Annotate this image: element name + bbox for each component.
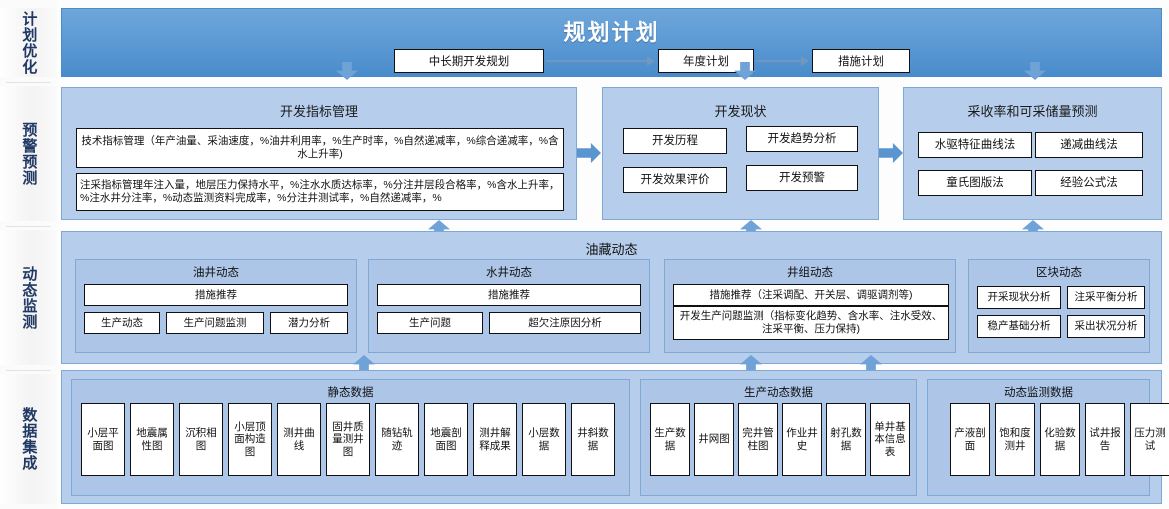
box-laboratory-test-data[interactable]: 化验数据 <box>1040 403 1080 476</box>
flow-box-measure-plan[interactable]: 措施计划 <box>812 49 910 73</box>
sidebar-item-plan-optimization[interactable]: 计划优化 <box>0 8 57 77</box>
box-technical-index-management[interactable]: 技术指标管理（年产油量、采油速度，%油井利用率，%生产时率，%自然递减率，%综合… <box>76 128 564 168</box>
box-production-problem[interactable]: 生产问题 <box>377 312 483 334</box>
box-recovery-status-analysis[interactable]: 采出状况分析 <box>1067 315 1145 338</box>
sidebar-divider-1 <box>6 82 51 83</box>
subpanel-title-dynamic-monitoring-data: 动态监测数据 <box>1004 387 1073 399</box>
subpanel-well-group-dynamics: 井组动态 措施推荐（注采调配、开关层、调驱调剂等) 开发生产问题监测（指标变化趋… <box>664 259 956 353</box>
box-seismic-section-map[interactable]: 地震剖面图 <box>424 403 468 476</box>
subpanel-title-water-well-dynamics: 水井动态 <box>486 267 532 279</box>
box-development-early-warning[interactable]: 开发预警 <box>746 165 858 191</box>
panel-title-development-status: 开发现状 <box>714 104 767 119</box>
sidebar-item-label: 数据集成 <box>20 407 38 471</box>
subpanel-oil-well-dynamics: 油井动态 措施推荐 生产动态 生产问题监测 潜力分析 <box>75 259 357 353</box>
box-empirical-formula-method[interactable]: 经验公式法 <box>1035 170 1143 196</box>
page-title: 规划计划 <box>563 20 660 45</box>
box-small-layer-top-structure-map[interactable]: 小层顶面构造图 <box>228 403 272 476</box>
box-injection-production-balance-analysis[interactable]: 注采平衡分析 <box>1067 286 1145 309</box>
panel-title-reservoir-dynamics: 油藏动态 <box>585 242 638 257</box>
box-single-well-basic-info-table[interactable]: 单井基本信息表 <box>870 403 910 476</box>
box-stable-production-basis-analysis[interactable]: 稳产基础分析 <box>977 315 1061 338</box>
sidebar-item-data-integration[interactable]: 数据集成 <box>0 374 57 504</box>
arrow-right-status-to-recovery <box>879 143 903 163</box>
box-production-problem-monitoring[interactable]: 生产问题监测 <box>166 312 264 334</box>
sidebar-item-label: 动态监测 <box>20 265 38 330</box>
sidebar-divider-2 <box>6 226 51 227</box>
box-injection-production-index-management[interactable]: 注采指标管理年注入量，地层压力保持水平，%注水水质达标率，%分注井层段合格率，%… <box>76 173 564 211</box>
flow-box-midlong-term-plan[interactable]: 中长期开发规划 <box>394 49 544 73</box>
box-development-effect-evaluation[interactable]: 开发效果评价 <box>623 167 727 193</box>
box-over-under-injection-cause-analysis[interactable]: 超欠注原因分析 <box>489 312 641 334</box>
subpanel-title-static-data: 静态数据 <box>327 387 374 399</box>
subpanel-title-block-dynamics: 区块动态 <box>1036 267 1082 279</box>
box-saturation-logging[interactable]: 饱和度测井 <box>995 403 1035 476</box>
subpanel-title-oil-well-dynamics: 油井动态 <box>193 267 239 279</box>
box-while-drilling-trajectory[interactable]: 随钻轨迹 <box>375 403 419 476</box>
arrow-right-index-to-status <box>577 143 601 163</box>
box-log-interpretation-result[interactable]: 测井解释成果 <box>473 403 517 476</box>
subpanel-production-dynamic-data: 生产动态数据 生产数据 井网图 完井管柱图 作业井史 射孔数据 单井基本信息表 <box>640 379 917 496</box>
box-development-trend-analysis[interactable]: 开发趋势分析 <box>746 126 858 152</box>
box-seismic-attribute-map[interactable]: 地震属性图 <box>130 403 174 476</box>
subpanel-title-well-group-dynamics: 井组动态 <box>787 267 833 279</box>
box-completion-string-map[interactable]: 完井管柱图 <box>738 403 778 476</box>
box-development-history[interactable]: 开发历程 <box>623 128 727 154</box>
sidebar-item-dynamic-monitoring[interactable]: 动态监测 <box>0 230 57 365</box>
box-water-drive-curve-method[interactable]: 水驱特征曲线法 <box>918 132 1032 158</box>
subpanel-water-well-dynamics: 水井动态 措施推荐 生产问题 超欠注原因分析 <box>368 259 650 353</box>
flow-box-annual-plan[interactable]: 年度计划 <box>658 49 754 73</box>
box-production-dynamics[interactable]: 生产动态 <box>84 312 160 334</box>
panel-recovery-reserve-forecast: 采收率和可采储量预测 水驱特征曲线法 递减曲线法 童氏图版法 经验公式法 <box>903 87 1162 220</box>
box-well-test-report[interactable]: 试井报告 <box>1085 403 1125 476</box>
box-workover-well-history[interactable]: 作业井史 <box>782 403 822 476</box>
planning-banner: 规划计划 中长期开发规划 年度计划 措施计划 <box>61 8 1162 77</box>
box-measure-recommendation-well-group[interactable]: 措施推荐（注采调配、开关层、调驱调剂等) <box>673 284 949 306</box>
panel-title-development-index-management: 开发指标管理 <box>279 104 358 119</box>
box-well-logging-curve[interactable]: 测井曲线 <box>277 403 321 476</box>
sidebar: 计划优化 预警预测 动态监测 数据集成 <box>0 0 57 509</box>
panel-development-status: 开发现状 开发历程 开发趋势分析 开发效果评价 开发预警 <box>602 87 879 220</box>
sidebar-divider-3 <box>6 370 51 371</box>
box-small-layer-plan-map[interactable]: 小层平面图 <box>81 403 125 476</box>
subpanel-block-dynamics: 区块动态 开采现状分析 注采平衡分析 稳产基础分析 采出状况分析 <box>968 259 1150 353</box>
box-tong-chart-method[interactable]: 童氏图版法 <box>918 170 1032 196</box>
subpanel-static-data: 静态数据 小层平面图 地震属性图 沉积相图 小层顶面构造图 测井曲线 固井质量测… <box>71 379 630 496</box>
sidebar-item-label: 计划优化 <box>20 10 38 75</box>
sidebar-item-warning-forecast[interactable]: 预警预测 <box>0 86 57 221</box>
flow-arrow-1 <box>546 56 655 66</box>
box-cementing-quality-log-map[interactable]: 固井质量测井图 <box>326 403 370 476</box>
flow-arrow-2 <box>756 56 809 66</box>
box-measure-recommendation-water[interactable]: 措施推荐 <box>377 284 641 306</box>
box-small-layer-data[interactable]: 小层数据 <box>522 403 566 476</box>
panel-reservoir-dynamics: 油藏动态 油井动态 措施推荐 生产动态 生产问题监测 潜力分析 水井动态 措施推… <box>61 231 1162 364</box>
box-perforation-data[interactable]: 射孔数据 <box>826 403 866 476</box>
box-potential-analysis[interactable]: 潜力分析 <box>270 312 348 334</box>
subpanel-dynamic-monitoring-data: 动态监测数据 产液剖面 饱和度测井 化验数据 试井报告 压力测试 <box>927 379 1169 496</box>
box-measure-recommendation-oil[interactable]: 措施推荐 <box>84 284 348 306</box>
panel-title-recovery-reserve-forecast: 采收率和可采储量预测 <box>967 104 1098 119</box>
box-pressure-test[interactable]: 压力测试 <box>1130 403 1169 476</box>
panel-data-integration: 静态数据 小层平面图 地震属性图 沉积相图 小层顶面构造图 测井曲线 固井质量测… <box>61 370 1169 504</box>
subpanel-title-production-dynamic-data: 生产动态数据 <box>744 387 813 399</box>
panel-development-index-management: 开发指标管理 技术指标管理（年产油量、采油速度，%油井利用率，%生产时率，%自然… <box>61 87 577 220</box>
box-sedimentary-facies-map[interactable]: 沉积相图 <box>179 403 223 476</box>
box-development-production-problem-monitoring[interactable]: 开发生产问题监测（指标变化趋势、含水率、注水受效、注采平衡、压力保持) <box>673 306 949 340</box>
box-production-data[interactable]: 生产数据 <box>650 403 690 476</box>
box-liquid-production-profile[interactable]: 产液剖面 <box>950 403 990 476</box>
box-decline-curve-method[interactable]: 递减曲线法 <box>1035 132 1143 158</box>
box-well-deviation-data[interactable]: 井斜数据 <box>571 403 615 476</box>
box-well-pattern-map[interactable]: 井网图 <box>694 403 734 476</box>
sidebar-item-label: 预警预测 <box>20 121 38 186</box>
box-production-status-analysis[interactable]: 开采现状分析 <box>977 286 1061 309</box>
